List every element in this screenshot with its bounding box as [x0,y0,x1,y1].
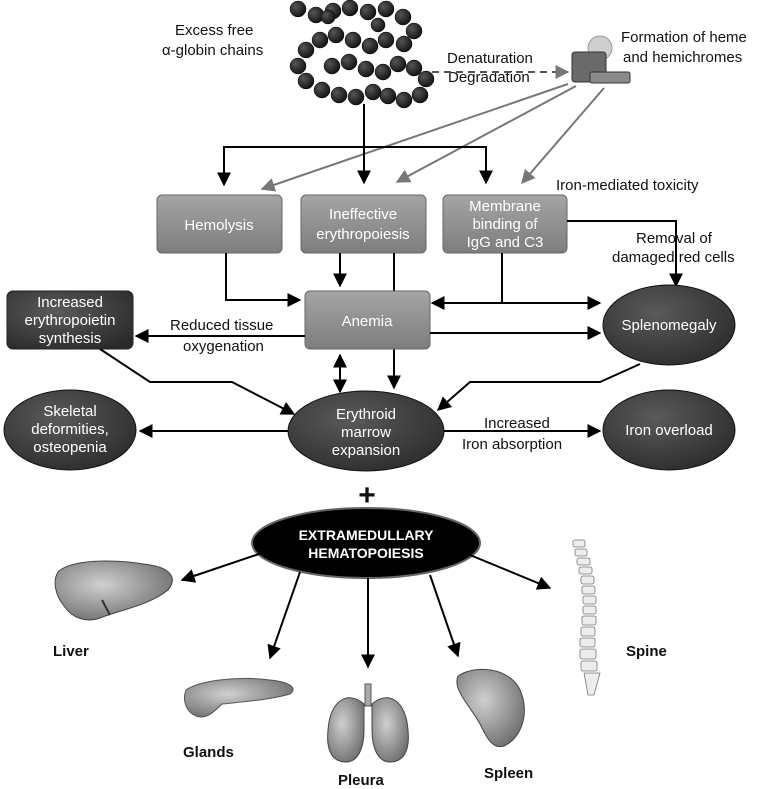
anemia-box: Anemia [304,290,431,350]
svg-text:Membrane: Membrane [469,198,541,215]
pleura-icon [327,683,409,763]
splenomegaly-ellipse: Splenomegaly [602,284,736,366]
hemolysis-box: Hemolysis [156,194,283,254]
svg-text:EXTRAMEDULLARY: EXTRAMEDULLARY [299,527,434,543]
extramedullary-hematopoiesis-ellipse: EXTRAMEDULLARY HEMATOPOIESIS [251,507,481,579]
heme-label-2: and hemichromes [623,49,742,66]
svg-text:erythropoietin: erythropoietin [25,312,116,329]
liver-vessel [101,599,111,616]
svg-text:Erythroid: Erythroid [336,406,396,423]
organ-arrows [180,552,552,669]
heme-label-1: Formation of heme [621,29,747,46]
heme-toxicity-arrows [260,83,605,192]
heme-icon [571,35,631,84]
glands-icon [183,678,294,718]
spleen-label: Spleen [484,765,533,782]
liver-icon [54,560,173,621]
svg-text:erythropoiesis: erythropoiesis [316,226,409,243]
spine-label: Spine [626,643,667,660]
ineffective-erythropoiesis-box: Ineffective erythropoiesis [300,194,427,254]
svg-text:marrow: marrow [341,424,391,441]
removal-label-2: damaged red cells [612,249,735,266]
plus-sign: + [358,479,376,512]
spleen-icon [456,668,525,748]
svg-text:Skeletal: Skeletal [43,403,96,420]
svg-text:synthesis: synthesis [39,330,102,347]
svg-text:IgG and C3: IgG and C3 [467,234,544,251]
alpha-globin-cluster [289,0,435,109]
svg-text:Increased: Increased [37,294,103,311]
glands-label: Glands [183,744,234,761]
svg-text:Hemolysis: Hemolysis [184,217,253,234]
reduced-label-2: oxygenation [183,338,264,355]
svg-text:osteopenia: osteopenia [33,439,107,456]
iron-toxicity-label: Iron-mediated toxicity [556,177,699,194]
liver-label: Liver [53,643,89,660]
removal-label-1: Removal of [636,230,713,247]
spine-icon [572,539,601,696]
alpha-chains-label-2: α-globin chains [162,42,263,59]
svg-text:HEMATOPOIESIS: HEMATOPOIESIS [308,545,423,561]
svg-text:Ineffective: Ineffective [329,206,397,223]
increased-label-1: Increased [484,415,550,432]
reduced-label-1: Reduced tissue [170,317,273,334]
svg-text:binding of: binding of [472,216,538,233]
epo-synthesis-box: Increased erythropoietin synthesis [6,290,134,350]
degradation-label: Degradation [448,69,530,86]
pleura-label: Pleura [338,772,385,789]
alpha-chains-label-1: Excess free [175,22,253,39]
svg-text:deformities,: deformities, [31,421,109,438]
membrane-binding-box: Membrane binding of IgG and C3 [442,194,568,254]
removal-arrow [567,220,683,288]
svg-text:Splenomegaly: Splenomegaly [621,317,717,334]
svg-text:Anemia: Anemia [342,313,394,330]
erythroid-input-arrows [99,348,641,415]
svg-text:Iron overload: Iron overload [625,422,713,439]
svg-text:expansion: expansion [332,442,400,459]
skeletal-deformities-ellipse: Skeletal deformities, osteopenia [3,389,137,471]
iron-overload-ellipse: Iron overload [602,389,736,471]
erythroid-marrow-ellipse: Erythroid marrow expansion [287,390,445,472]
increased-label-2: Iron absorption [462,436,562,453]
denaturation-label: Denaturation [447,50,533,67]
chain-arrows [217,104,493,187]
